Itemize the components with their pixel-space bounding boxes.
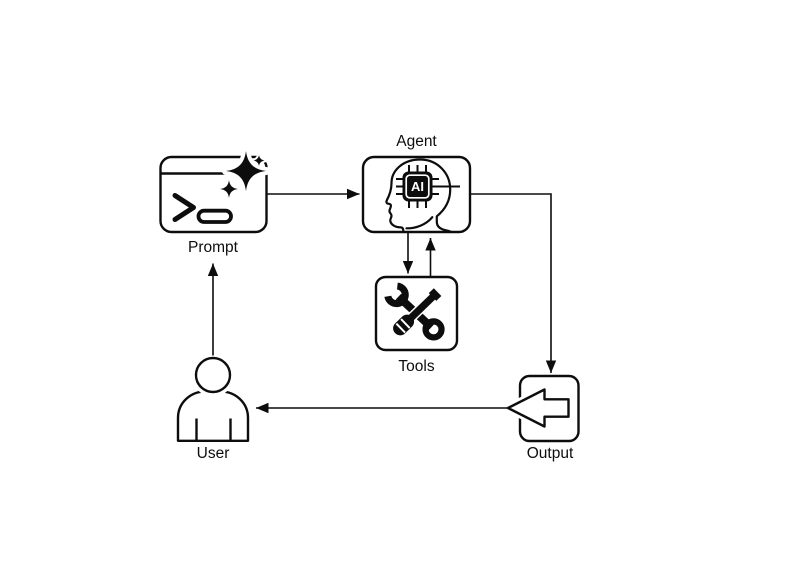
screwdriver xyxy=(391,286,443,337)
user-node: User xyxy=(176,353,250,462)
prompt-node: Prompt xyxy=(159,147,270,256)
edges xyxy=(207,188,557,414)
ai-chip-inner-border xyxy=(405,174,430,199)
edge-agent-to-output xyxy=(470,193,557,373)
wrench-screwdriver-icon xyxy=(384,282,445,341)
terminal-sparkle-icon xyxy=(159,147,270,234)
left-block-arrow-icon xyxy=(504,385,573,431)
ai-chip xyxy=(402,171,433,202)
head-jaw-line xyxy=(405,216,434,230)
person-body xyxy=(176,390,250,442)
output-label: Output xyxy=(527,445,574,462)
person-icon xyxy=(176,353,250,442)
output-node: Output xyxy=(504,374,580,462)
person-arm-lines xyxy=(195,418,232,441)
ai-chip-text: AI xyxy=(411,179,424,194)
tools-label: Tools xyxy=(398,358,434,375)
terminal-chevron xyxy=(172,193,196,222)
prompt-label: Prompt xyxy=(188,239,239,256)
agent-label: Agent xyxy=(396,133,437,150)
head-ai-chip-icon: AI xyxy=(385,158,460,233)
sparkle-icon-small xyxy=(220,180,238,198)
agent-node: AI Agent xyxy=(361,133,472,234)
sparkle-icon xyxy=(226,151,266,191)
chip-pins xyxy=(396,165,460,208)
person-head xyxy=(194,356,232,394)
head-back-outline xyxy=(418,158,452,233)
tools-node: Tools xyxy=(374,275,459,375)
sparkle-icon-tiny xyxy=(253,155,265,166)
user-label: User xyxy=(197,445,230,462)
head-face-outline xyxy=(385,158,422,233)
terminal-cursor-pill xyxy=(196,208,233,224)
